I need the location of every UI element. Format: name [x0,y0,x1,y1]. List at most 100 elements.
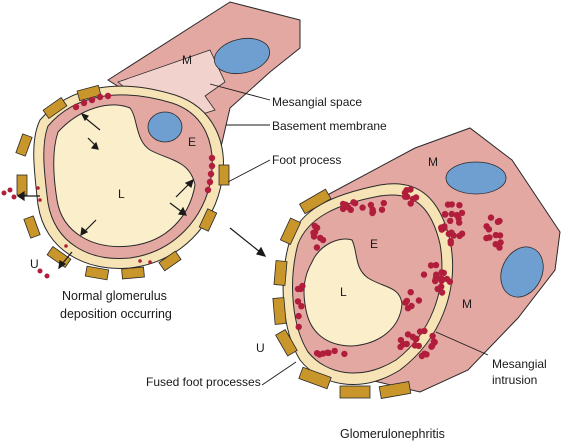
normal-label-l: L [118,187,125,201]
deposit [331,347,338,355]
arrow [83,116,101,131]
arrowhead [80,112,89,122]
label-mesangial-intrusion-1: Mesangial [492,357,547,371]
deposit [359,204,366,211]
foot-process [121,266,145,280]
deposit [438,283,445,290]
label-mesangial-intrusion-2: intrusion [492,373,537,387]
deposit [404,331,412,338]
deposit [456,202,463,209]
deposit [64,244,68,248]
transition-arrow [229,227,267,257]
leader-mesangial-space [209,83,271,101]
arrowhead [58,260,67,270]
deposit [418,352,426,360]
foot-process [273,260,288,286]
deposit [324,349,331,356]
foot-process [15,133,33,157]
deposit [36,186,40,190]
deposit [458,209,466,217]
gn-deposits [294,186,504,360]
deposit [416,328,424,335]
gn-label-u: U [256,341,265,355]
deposit [485,226,493,233]
deposit [206,178,214,186]
gn-label-m-mid: M [462,297,472,311]
deposit [319,236,327,244]
deposit [294,298,302,305]
deposit [311,228,319,236]
deposit [447,240,454,247]
gn-label-e: E [370,237,378,251]
deposit [415,342,422,350]
gn-mesangial-nucleus-right [500,246,544,298]
deposit [496,244,503,251]
deposit [380,199,387,207]
deposit [397,336,405,344]
gn-label-m-top: M [428,155,438,169]
gn-fused-foot-processes [272,188,412,399]
deposit [496,232,504,239]
deposit [447,217,454,225]
deposit [444,201,452,208]
deposit [367,201,375,209]
foot-process [378,381,412,399]
deposit [295,312,302,320]
foot-process [275,329,298,357]
arrowhead [16,190,25,202]
deposit [408,302,415,310]
deposit [298,303,305,310]
deposit [342,201,349,208]
deposit [313,350,321,357]
deposit [88,96,96,104]
foot-process [16,174,28,196]
deposit [403,187,410,194]
foot-process [298,366,332,390]
deposit [44,273,50,279]
foot-process [42,97,68,119]
deposit [207,170,215,178]
foot-process [339,385,371,399]
deposit [487,214,495,221]
caption-normal-2: deposition occurring [60,307,172,321]
deposit [148,260,152,264]
deposit [204,186,212,194]
caption-glomerulonephritis: Glomerulonephritis [340,427,445,441]
deposit [347,206,354,213]
deposit [378,206,386,213]
deposit [341,350,348,358]
deposit [446,278,454,285]
deposit [438,269,445,276]
normal-deposits [1,92,216,279]
foot-process [272,297,287,325]
normal-label-m: M [182,53,192,67]
deposit [456,219,463,226]
arrow [175,182,191,198]
deposit [80,99,88,107]
deposit [433,271,440,278]
arrowhead [177,206,187,216]
deposit [38,198,42,202]
deposit [453,211,461,219]
arrowhead [80,226,89,237]
arrow [169,202,183,213]
arrowhead [90,141,99,150]
normal-foot-processes [15,84,230,281]
gn-mesangial-nucleus-top [445,161,507,195]
label-fused-foot-processes: Fused foot processes [146,375,261,389]
label-mesangial-space: Mesangial space [272,95,362,109]
arrowhead [184,178,194,189]
leader-fused-foot [261,361,297,386]
deposit [403,340,410,348]
arrow [83,219,97,233]
deposit [483,234,490,242]
foot-process [46,246,72,268]
deposit [369,208,377,215]
foot-process [298,188,332,215]
deposit [138,259,142,263]
deposit [72,103,80,111]
deposit [448,210,455,218]
deposit [437,275,444,282]
deposit [407,289,414,296]
